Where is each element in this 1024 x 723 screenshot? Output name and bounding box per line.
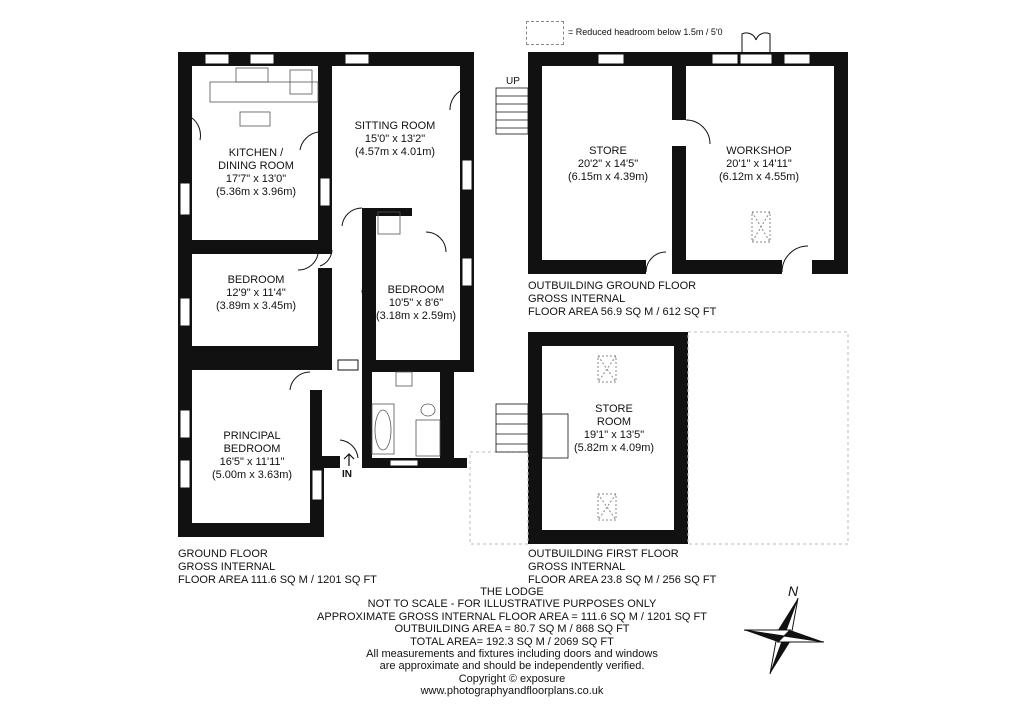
room-name: STORE	[589, 145, 627, 157]
floor-area-type: GROSS INTERNAL	[528, 293, 626, 305]
outbuilding-first-dashed	[469, 331, 849, 545]
outbuilding-ground-area-label: OUTBUILDING GROUND FLOOR GROSS INTERNAL …	[528, 280, 716, 319]
footer-notes: THE LODGE NOT TO SCALE - FOR ILLUSTRATIV…	[317, 586, 707, 698]
floor-name: OUTBUILDING FIRST FLOOR	[528, 548, 679, 560]
room-name: STORE	[595, 403, 633, 415]
stairs-up-label: UP	[506, 76, 520, 87]
entrance-label: IN	[342, 469, 352, 480]
skylight-icon	[751, 211, 771, 243]
room-size-imperial: 12'9" x 11'4"	[226, 287, 286, 299]
room-size-imperial: 17'7" x 13'0"	[225, 173, 287, 185]
website-link[interactable]: www.photographyandfloorplans.co.uk	[420, 685, 604, 698]
outbuilding-ground-windows	[597, 53, 811, 65]
room-kitchen-dining: KITCHEN / DINING ROOM 17'7" x 13'0" (5.3…	[216, 147, 296, 199]
room-bedroom-2: BEDROOM 10'5" x 8'6" (3.18m x 2.59m)	[376, 284, 456, 323]
entrance-arrow	[343, 453, 355, 466]
outbuilding-first-stairs	[495, 403, 569, 459]
outbuilding-area-note: OUTBUILDING AREA = 80.7 SQ M / 868 SQ FT	[394, 623, 630, 636]
room-name: KITCHEN /	[228, 147, 284, 159]
room-size-metric: (3.89m x 3.45m)	[215, 300, 297, 312]
ground-floor-area-label: GROUND FLOOR GROSS INTERNAL FLOOR AREA 1…	[178, 548, 377, 587]
disclaimer-line-1: All measurements and fixtures including …	[366, 648, 658, 661]
property-name: THE LODGE	[480, 586, 544, 598]
room-size-imperial: 15'0" x 13'2"	[364, 133, 426, 145]
room-size-metric: (5.82m x 4.09m)	[573, 442, 655, 454]
floor-area-type: GROSS INTERNAL	[528, 561, 626, 573]
floor-area-value: FLOOR AREA 23.8 SQ M / 256 SQ FT	[528, 574, 717, 586]
room-name: SITTING ROOM	[354, 120, 436, 132]
reduced-headroom-legend-text: = Reduced headroom below 1.5m / 5'0	[568, 27, 723, 37]
ground-floor-windows	[179, 53, 473, 501]
room-size-metric: (6.15m x 4.39m)	[567, 171, 649, 183]
outbuilding-first-area-label: OUTBUILDING FIRST FLOOR GROSS INTERNAL F…	[528, 548, 716, 587]
room-size-metric: (3.18m x 2.59m)	[375, 310, 457, 322]
room-store: STORE 20'2" x 14'5" (6.15m x 4.39m)	[568, 145, 648, 184]
room-size-metric: (5.36m x 3.96m)	[215, 186, 297, 198]
room-size-imperial: 10'5" x 8'6"	[388, 297, 444, 309]
room-name-line2: DINING ROOM	[218, 160, 294, 172]
room-size-metric: (6.12m x 4.55m)	[718, 171, 800, 183]
room-sitting: SITTING ROOM 15'0" x 13'2" (4.57m x 4.01…	[355, 120, 436, 159]
room-store-room: STORE ROOM 19'1" x 13'5" (5.82m x 4.09m)	[574, 403, 654, 455]
room-bedroom-1: BEDROOM 12'9" x 11'4" (3.89m x 3.45m)	[216, 274, 296, 313]
room-size-imperial: 20'1" x 14'11"	[726, 158, 792, 170]
outbuilding-first-walls	[528, 332, 688, 544]
gross-area-note: APPROXIMATE GROSS INTERNAL FLOOR AREA = …	[317, 610, 707, 623]
room-principal-bedroom: PRINCIPAL BEDROOM 16'5" x 11'11" (5.00m …	[212, 430, 292, 482]
room-size-imperial: 20'2" x 14'5"	[577, 158, 639, 170]
skylight-icon	[597, 355, 617, 521]
room-size-metric: (5.00m x 3.63m)	[211, 469, 293, 481]
outbuilding-ground-doors	[645, 32, 809, 273]
room-workshop: WORKSHOP 20'1" x 14'11" (6.12m x 4.55m)	[719, 145, 799, 184]
room-name-line2: BEDROOM	[223, 443, 281, 455]
total-area-note: TOTAL AREA= 192.3 SQ M / 2069 SQ FT	[410, 635, 614, 648]
ground-floor-fixtures	[209, 67, 441, 457]
scale-note: NOT TO SCALE - FOR ILLUSTRATIVE PURPOSES…	[367, 598, 657, 611]
floor-name: GROUND FLOOR	[178, 548, 268, 560]
ground-floor-walls	[178, 52, 474, 537]
north-label: N	[788, 583, 799, 599]
room-name: PRINCIPAL	[223, 430, 281, 442]
room-name: WORKSHOP	[726, 145, 792, 157]
floor-area-value: FLOOR AREA 56.9 SQ M / 612 SQ FT	[528, 306, 717, 318]
room-name: BEDROOM	[387, 284, 445, 296]
room-name: BEDROOM	[227, 274, 285, 286]
room-size-imperial: 19'1" x 13'5"	[583, 429, 645, 441]
compass-rose-icon	[743, 597, 825, 675]
floor-area-type: GROSS INTERNAL	[178, 561, 276, 573]
disclaimer-line-2: are approximate and should be independen…	[379, 660, 645, 673]
room-size-imperial: 16'5" x 11'11"	[219, 456, 285, 468]
room-size-metric: (4.57m x 4.01m)	[354, 146, 436, 158]
floor-area-value: FLOOR AREA 111.6 SQ M / 1201 SQ FT	[178, 574, 377, 586]
room-name-line2: ROOM	[596, 416, 632, 428]
ground-floor-doors	[191, 89, 463, 459]
floor-name: OUTBUILDING GROUND FLOOR	[528, 280, 697, 292]
outbuilding-ground-stairs	[495, 87, 529, 135]
reduced-headroom-legend-swatch	[526, 21, 564, 45]
copyright: Copyright © exposure	[458, 672, 566, 685]
